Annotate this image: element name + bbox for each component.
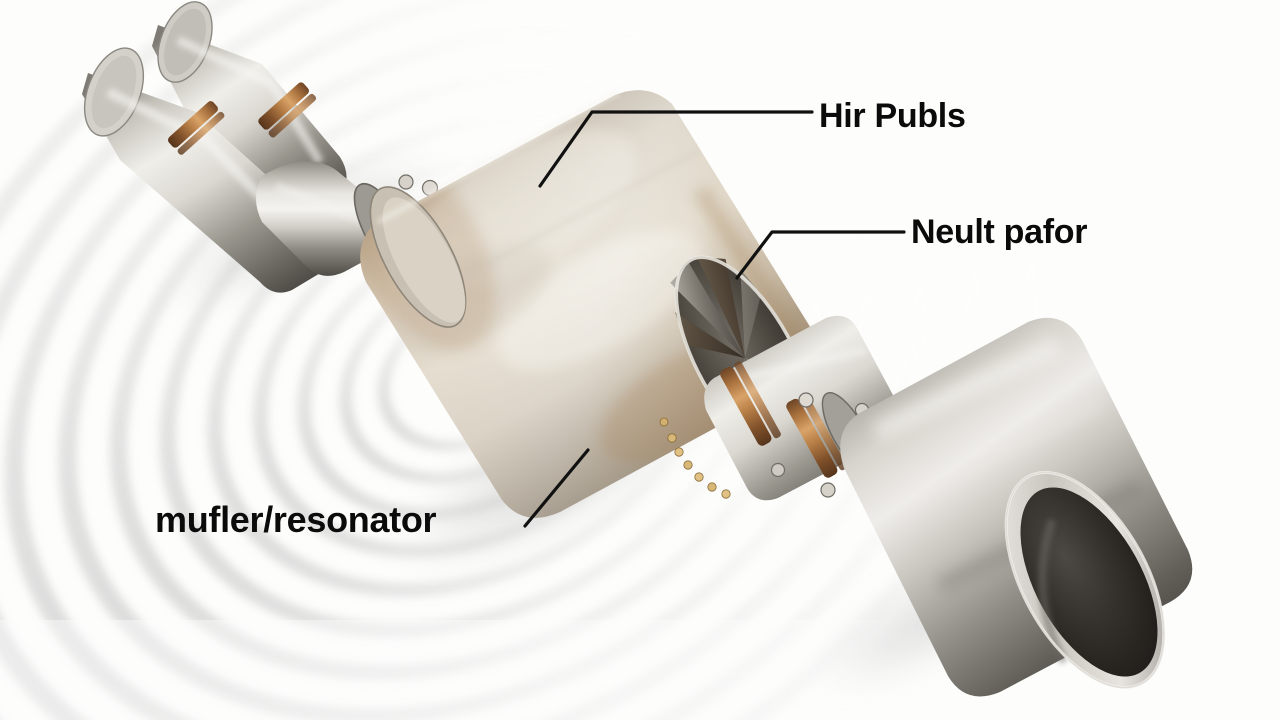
leader-line-hot-pipes [538,110,814,188]
leader-lines [523,110,906,528]
label-hot-pipes: Hir Publs [819,97,966,135]
outlet-tip [840,317,1193,697]
rivet-studs [659,417,731,499]
leader-line-neck-collar [735,230,906,280]
label-muffler-resonator: mufler/resonator [155,499,437,540]
leader-line-muffler [523,448,590,528]
label-neck-collar: Neult pafor [911,213,1088,251]
